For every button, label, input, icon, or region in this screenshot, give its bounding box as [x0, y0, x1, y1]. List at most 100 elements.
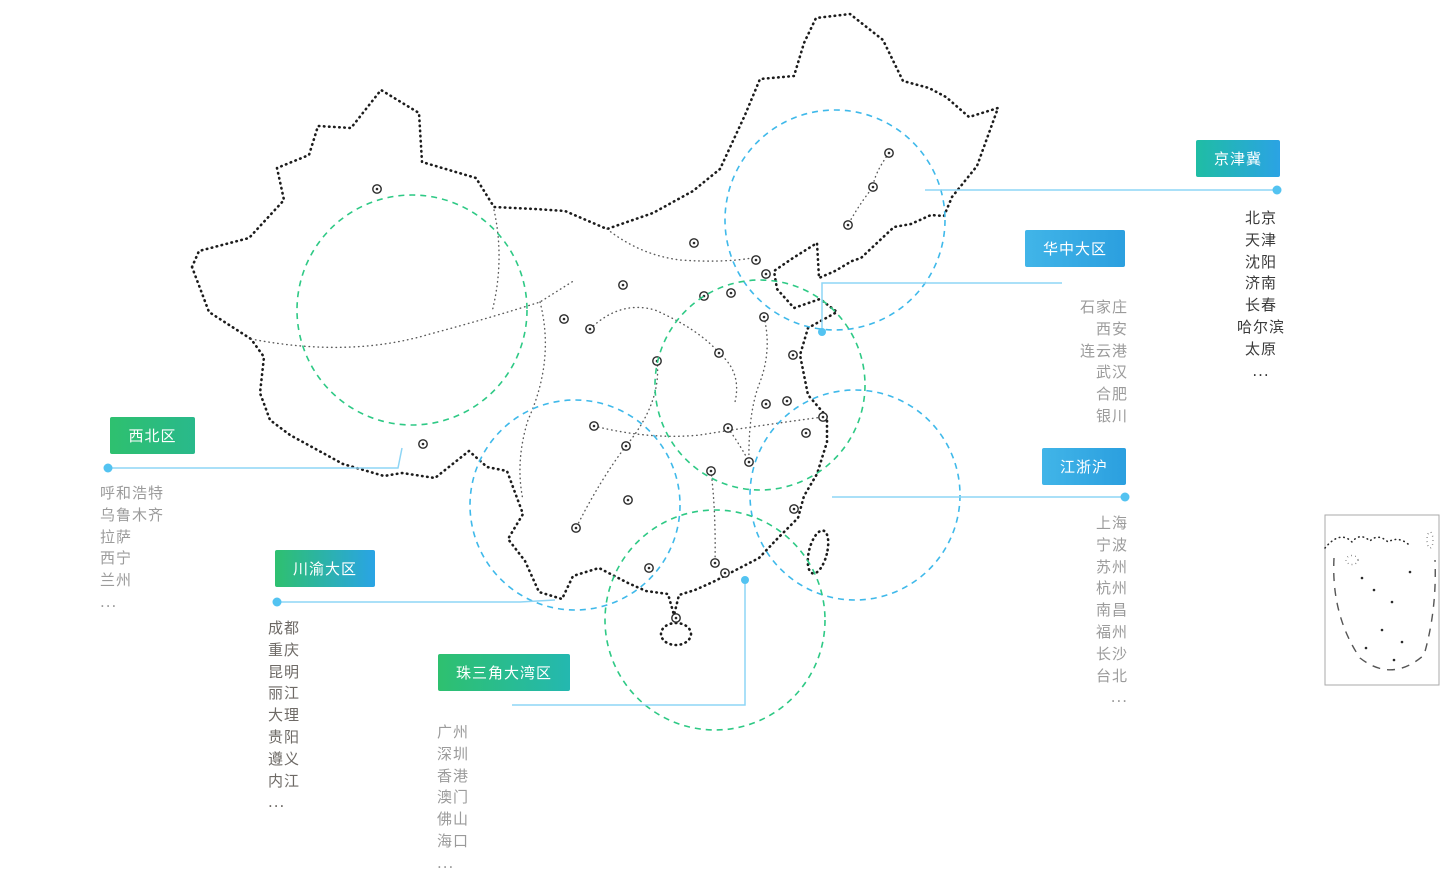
region-circle-xibei [296, 194, 528, 426]
city-item: 丽江 [268, 684, 301, 703]
region-circle-chuanyu [469, 399, 681, 611]
region-badge-jingjinji[interactable]: 京津冀 [1196, 140, 1280, 177]
city-item: ... [100, 592, 118, 611]
city-marker-icon [585, 324, 595, 334]
city-marker-icon [789, 504, 799, 514]
china-outline [190, 12, 1000, 647]
region-badge-huazhong[interactable]: 华中大区 [1025, 230, 1125, 267]
region-badge-xibei[interactable]: 西北区 [110, 417, 195, 454]
region-circle-jingjinji [724, 109, 946, 331]
city-item: 昆明 [268, 662, 301, 681]
city-item: 北京 [1244, 209, 1277, 227]
city-item: 香港 [437, 766, 470, 785]
leader-dot-jiangzhehu [1120, 492, 1130, 502]
leader-dot-jingjinji [1272, 185, 1282, 195]
city-item: 银川 [1095, 406, 1128, 425]
south-china-sea-inset [1324, 514, 1440, 686]
city-item: 哈尔滨 [1236, 317, 1285, 336]
city-marker-icon [723, 423, 733, 433]
city-item: 台北 [1095, 666, 1128, 685]
city-item: 天津 [1244, 230, 1277, 249]
inset-taiwan-island [1426, 531, 1434, 549]
city-marker-icon [761, 269, 771, 279]
city-item: 苏州 [1095, 557, 1128, 576]
city-list-zhusanjiao: 广州深圳香港澳门佛山海口... [437, 722, 557, 875]
city-marker-icon [884, 148, 894, 158]
city-list-jingjinji: 北京天津沈阳济南长春哈尔滨太原... [1196, 208, 1326, 382]
city-item: 杭州 [1095, 579, 1128, 598]
city-item: 长沙 [1095, 644, 1128, 663]
inset-islands [1360, 570, 1412, 662]
region-badge-zhusanjiao[interactable]: 珠三角大湾区 [438, 654, 570, 691]
city-marker-icon [644, 563, 654, 573]
city-item: 太原 [1244, 339, 1277, 358]
city-item: 呼和浩特 [100, 484, 165, 502]
city-item: 西安 [1095, 319, 1128, 338]
inset-coastline [1324, 535, 1409, 549]
city-marker-icon [759, 312, 769, 322]
city-item: 乌鲁木齐 [100, 505, 165, 524]
leader-dot-xibei [103, 463, 113, 473]
leader-dot-zhusanjiao [741, 576, 749, 584]
city-item: 重庆 [268, 640, 301, 659]
city-item: 大理 [268, 706, 301, 725]
city-marker-icon [818, 412, 828, 422]
city-item: 海口 [437, 831, 470, 850]
city-marker-icon [671, 613, 681, 623]
province-borders [250, 152, 890, 564]
city-item: 遵义 [268, 749, 301, 768]
city-item: ... [268, 793, 286, 812]
city-list-huazhong: 石家庄西安连云港武汉合肥银川 [1008, 297, 1128, 428]
city-item: 广州 [437, 723, 470, 741]
city-item: 济南 [1244, 274, 1277, 293]
city-list-chuanyu: 成都重庆昆明丽江大理贵阳遵义内江... [268, 618, 388, 814]
city-marker-icon [621, 441, 631, 451]
city-item: ... [1252, 361, 1270, 380]
city-marker-icon [623, 495, 633, 505]
city-marker-icon [710, 558, 720, 568]
city-item: 福州 [1095, 622, 1128, 641]
city-marker-icon [714, 348, 724, 358]
city-marker-icon [418, 439, 428, 449]
city-item: 长春 [1244, 296, 1277, 315]
city-item: 拉萨 [100, 527, 133, 546]
city-item: ... [437, 853, 455, 872]
city-item: 佛山 [437, 810, 470, 829]
city-marker-icon [706, 466, 716, 476]
region-circle-jiangzhehu [749, 389, 961, 601]
city-item: 西宁 [100, 549, 133, 568]
city-item: 武汉 [1095, 363, 1128, 382]
city-marker-icon [751, 255, 761, 265]
city-marker-icon [761, 399, 771, 409]
city-marker-icon [559, 314, 569, 324]
leader-line-xibei [108, 447, 403, 469]
city-item: 宁波 [1095, 535, 1128, 554]
city-item: ... [1110, 688, 1128, 707]
city-item: 石家庄 [1079, 298, 1128, 316]
leader-dot-huazhong [818, 328, 826, 336]
city-item: 深圳 [437, 744, 470, 763]
city-marker-icon [571, 523, 581, 533]
city-marker-icon [689, 238, 699, 248]
region-circle-huazhong [654, 279, 866, 491]
city-marker-icon [868, 182, 878, 192]
city-marker-icon [618, 280, 628, 290]
city-item: 兰州 [100, 571, 133, 590]
city-marker-icon [843, 220, 853, 230]
city-item: 贵阳 [268, 727, 301, 746]
leader-line-chuanyu [277, 599, 556, 603]
city-marker-icon [782, 396, 792, 406]
hainan-island [659, 621, 693, 647]
inset-nine-dash-line [1333, 557, 1436, 671]
region-badge-jiangzhehu[interactable]: 江浙沪 [1042, 448, 1126, 485]
leader-line-zhusanjiao [512, 580, 746, 706]
inset-hainan-island [1345, 554, 1359, 566]
city-item: 上海 [1095, 514, 1128, 532]
city-item: 合肥 [1095, 385, 1128, 404]
region-badge-chuanyu[interactable]: 川渝大区 [275, 550, 375, 587]
city-marker-icon [744, 457, 754, 467]
region-circle-zhusanjiao [604, 509, 826, 731]
city-marker-icon [589, 421, 599, 431]
